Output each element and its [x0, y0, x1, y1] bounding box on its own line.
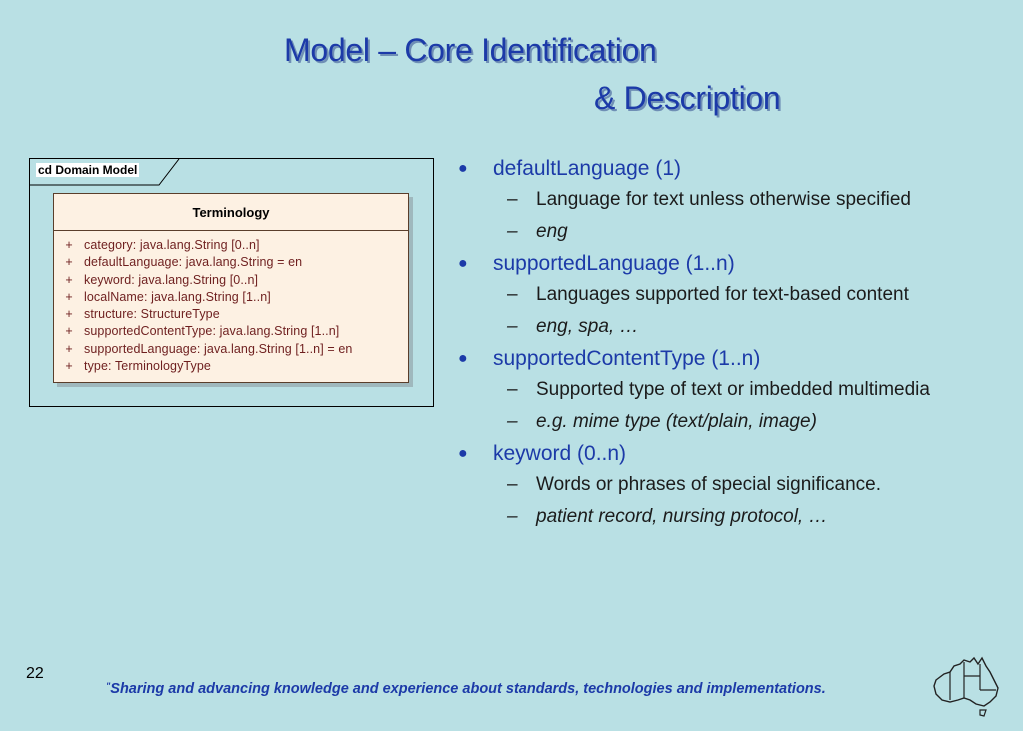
- attribute-row: + defaultLanguage: java.lang.String = en: [54, 254, 408, 271]
- bullet-dot-icon: ●: [458, 445, 468, 462]
- class-attributes: + category: java.lang.String [0..n] + defa…: [54, 231, 408, 375]
- sub-bullet-description: –Words or phrases of special significanc…: [455, 469, 1015, 501]
- sub-bullet-text: patient record, nursing protocol, …: [536, 505, 828, 527]
- dash-icon: –: [507, 410, 518, 432]
- footer-quote-mark: ": [106, 681, 111, 691]
- attribute-text: structure: StructureType: [84, 307, 220, 322]
- uml-diagram-frame: cd Domain Model: [29, 158, 434, 407]
- sub-bullet-description: –Languages supported for text-based cont…: [455, 279, 1015, 311]
- bullet-dot-icon: ●: [458, 255, 468, 272]
- sub-bullet-text: Language for text unless otherwise speci…: [536, 189, 911, 210]
- page-number: 22: [26, 665, 44, 682]
- slide-title-line-1: Model – Core Identification: [284, 32, 657, 68]
- bullet-label: supportedContentType (1..n): [493, 347, 761, 370]
- frame-label: cd Domain Model: [30, 159, 179, 183]
- attribute-row: + type: TerminologyType: [54, 358, 408, 375]
- attribute-text: type: TerminologyType: [84, 359, 211, 374]
- attribute-row: + structure: StructureType: [54, 306, 408, 323]
- attribute-visibility: +: [65, 289, 73, 304]
- attribute-text: supportedContentType: java.lang.String […: [84, 324, 340, 339]
- uml-class-terminology: Terminology + category: java.lang.String …: [53, 193, 409, 383]
- footer-tagline: "Sharing and advancing knowledge and exp…: [106, 681, 826, 697]
- attribute-visibility: +: [65, 359, 73, 374]
- bullet-item: ● supportedLanguage (1..n): [455, 249, 1015, 279]
- dash-icon: –: [507, 284, 518, 305]
- attribute-text: localName: java.lang.String [1..n]: [84, 289, 271, 304]
- footer-text: Sharing and advancing knowledge and expe…: [110, 681, 826, 697]
- bullet-label: keyword (0..n): [493, 442, 627, 465]
- dash-icon: –: [507, 505, 518, 527]
- attribute-visibility: +: [65, 255, 73, 270]
- attribute-row: + supportedContentType: java.lang.String …: [54, 323, 408, 340]
- dash-icon: –: [507, 474, 518, 495]
- sub-bullet-example: –e.g. mime type (text/plain, image): [455, 406, 1015, 438]
- attribute-visibility: +: [65, 272, 73, 287]
- attribute-row: + keyword: java.lang.String [0..n]: [54, 272, 408, 289]
- bullet-label: defaultLanguage (1): [493, 157, 681, 180]
- attribute-row: + category: java.lang.String [0..n]: [54, 237, 408, 254]
- bullet-label: supportedLanguage (1..n): [493, 252, 735, 275]
- bullet-item: ● defaultLanguage (1): [455, 154, 1015, 184]
- bullet-item: ● supportedContentType (1..n): [455, 344, 1015, 374]
- attribute-text: supportedLanguage: java.lang.String [1..…: [84, 341, 353, 356]
- slide-title-line-2: & Description: [594, 80, 781, 116]
- frame-label-text: cd Domain Model: [36, 163, 140, 177]
- sub-bullet-description: –Supported type of text or imbedded mult…: [455, 374, 1015, 406]
- dash-icon: –: [507, 189, 518, 210]
- sub-bullet-example: –patient record, nursing protocol, …: [455, 501, 1015, 533]
- sub-bullet-text: Supported type of text or imbedded multi…: [536, 379, 930, 400]
- sub-bullet-text: e.g. mime type (text/plain, image): [536, 410, 817, 432]
- sub-bullet-text: eng, spa, …: [536, 315, 639, 337]
- bullet-item: ● keyword (0..n): [455, 439, 1015, 469]
- sub-bullet-example: –eng, spa, …: [455, 311, 1015, 343]
- bullet-dot-icon: ●: [458, 160, 468, 177]
- bullet-dot-icon: ●: [458, 350, 468, 367]
- sub-bullet-text: eng: [536, 220, 568, 242]
- attribute-visibility: +: [65, 341, 73, 356]
- sub-bullet-text: Words or phrases of special significance…: [536, 474, 881, 495]
- dash-icon: –: [507, 379, 518, 400]
- class-name: Terminology: [54, 194, 408, 231]
- sub-bullet-description: –Language for text unless otherwise spec…: [455, 184, 1015, 216]
- dash-icon: –: [507, 220, 518, 242]
- attribute-row: + supportedLanguage: java.lang.String [1.…: [54, 341, 408, 358]
- sub-bullet-example: –eng: [455, 216, 1015, 248]
- attribute-visibility: +: [65, 324, 73, 339]
- attribute-text: category: java.lang.String [0..n]: [84, 238, 260, 252]
- attribute-visibility: +: [65, 307, 73, 322]
- bullet-list: ●defaultLanguage (1) –Language for text …: [455, 152, 1015, 532]
- australia-map-icon: [933, 656, 999, 717]
- dash-icon: –: [507, 315, 518, 337]
- attribute-text: defaultLanguage: java.lang.String = en: [84, 255, 303, 270]
- attribute-row: + localName: java.lang.String [1..n]: [54, 289, 408, 306]
- attribute-text: keyword: java.lang.String [0..n]: [84, 272, 259, 287]
- attribute-visibility: +: [65, 238, 73, 252]
- sub-bullet-text: Languages supported for text-based conte…: [536, 284, 909, 305]
- frame-tab-outline: [30, 159, 180, 186]
